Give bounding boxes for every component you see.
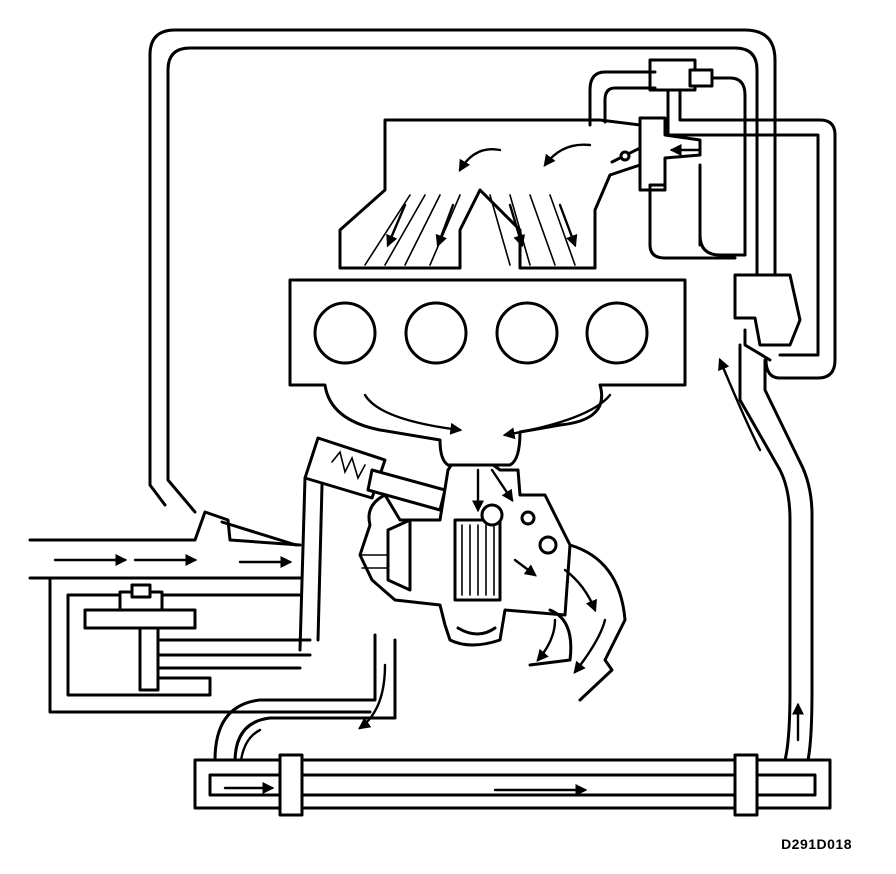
- turbocharger: [358, 453, 572, 647]
- vacuum-lines: [588, 58, 837, 380]
- intake-flow-arrows: [53, 554, 293, 568]
- wastegate-actuator: [298, 436, 447, 652]
- bypass-hose-top: [148, 28, 777, 514]
- exhaust-outlet: [513, 543, 627, 702]
- throttle-body: [610, 116, 702, 192]
- engine-block: [288, 278, 687, 513]
- charge-air-pipe: [193, 343, 832, 817]
- diagram-reference-code: D291D018: [781, 836, 852, 852]
- air-valve-box: [48, 576, 372, 714]
- intake-manifold: [338, 118, 657, 270]
- intake-duct: [28, 510, 302, 580]
- bypass-valve: [733, 273, 802, 362]
